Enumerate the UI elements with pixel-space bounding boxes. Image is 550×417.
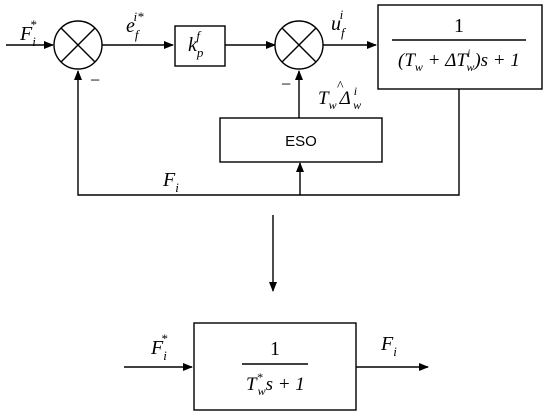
gain-block xyxy=(174,25,226,67)
gain-label: kpf xyxy=(188,28,204,60)
control-label: ufi xyxy=(331,7,347,40)
bottom-tf-block xyxy=(193,322,357,411)
bottom-tf-denominator: T*ws + 1 xyxy=(246,370,305,398)
minus-sign-1: − xyxy=(90,70,100,90)
eso-block xyxy=(219,117,383,163)
input-label: Fi* xyxy=(19,17,37,49)
summing-junction-1 xyxy=(53,20,103,70)
error-label: efi* xyxy=(126,9,144,42)
summing-junction-2 xyxy=(274,20,324,70)
bottom-input-label: Fi* xyxy=(150,331,168,363)
plant-numerator: 1 xyxy=(454,15,464,37)
minus-sign-2: − xyxy=(281,74,291,94)
eso-label: ESO xyxy=(285,133,317,150)
compensation-hat: ^ xyxy=(337,79,344,94)
bottom-tf-numerator: 1 xyxy=(270,338,280,360)
feedback-label: Fi xyxy=(162,169,179,195)
bottom-output-label: Fi xyxy=(380,333,397,359)
feedback-line xyxy=(74,70,460,196)
plant-block xyxy=(377,4,543,90)
